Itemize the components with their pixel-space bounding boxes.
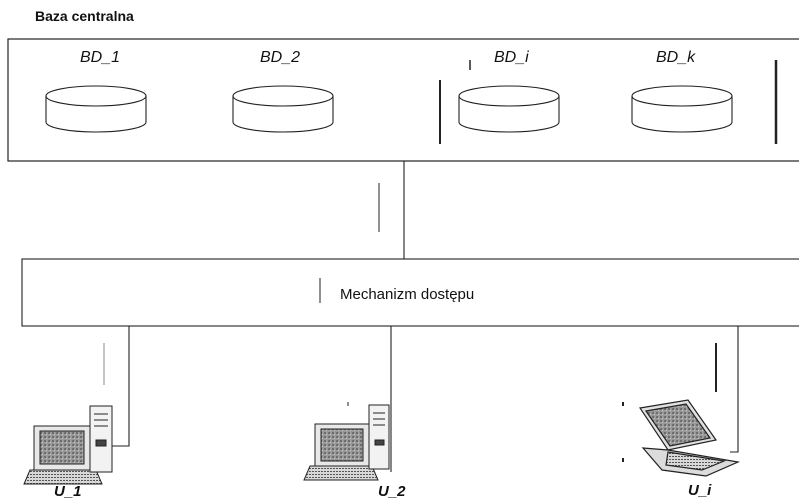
user-connectors <box>102 326 738 472</box>
db-label-1: BD_1 <box>80 49 120 66</box>
database-cylinder-icon <box>233 86 333 132</box>
user-label-2: U_2 <box>378 483 406 500</box>
access-mechanism-label: Mechanizm dostępu <box>340 286 474 303</box>
user-label-1: U_1 <box>54 483 82 500</box>
desktop-computer-icon <box>304 405 389 480</box>
laptop-icon <box>640 400 738 476</box>
db-label-k: BD_k <box>656 49 696 66</box>
database-cylinder-icon <box>632 86 732 132</box>
db-label-2: BD_2 <box>260 49 300 66</box>
desktop-computer-icon <box>24 406 112 484</box>
database-cylinder-icon <box>459 86 559 132</box>
db-label-i: BD_i <box>494 49 529 66</box>
database-cylinder-icon <box>46 86 146 132</box>
user-label-i: U_i <box>688 482 712 499</box>
central-db-title: Baza centralna <box>35 8 134 24</box>
